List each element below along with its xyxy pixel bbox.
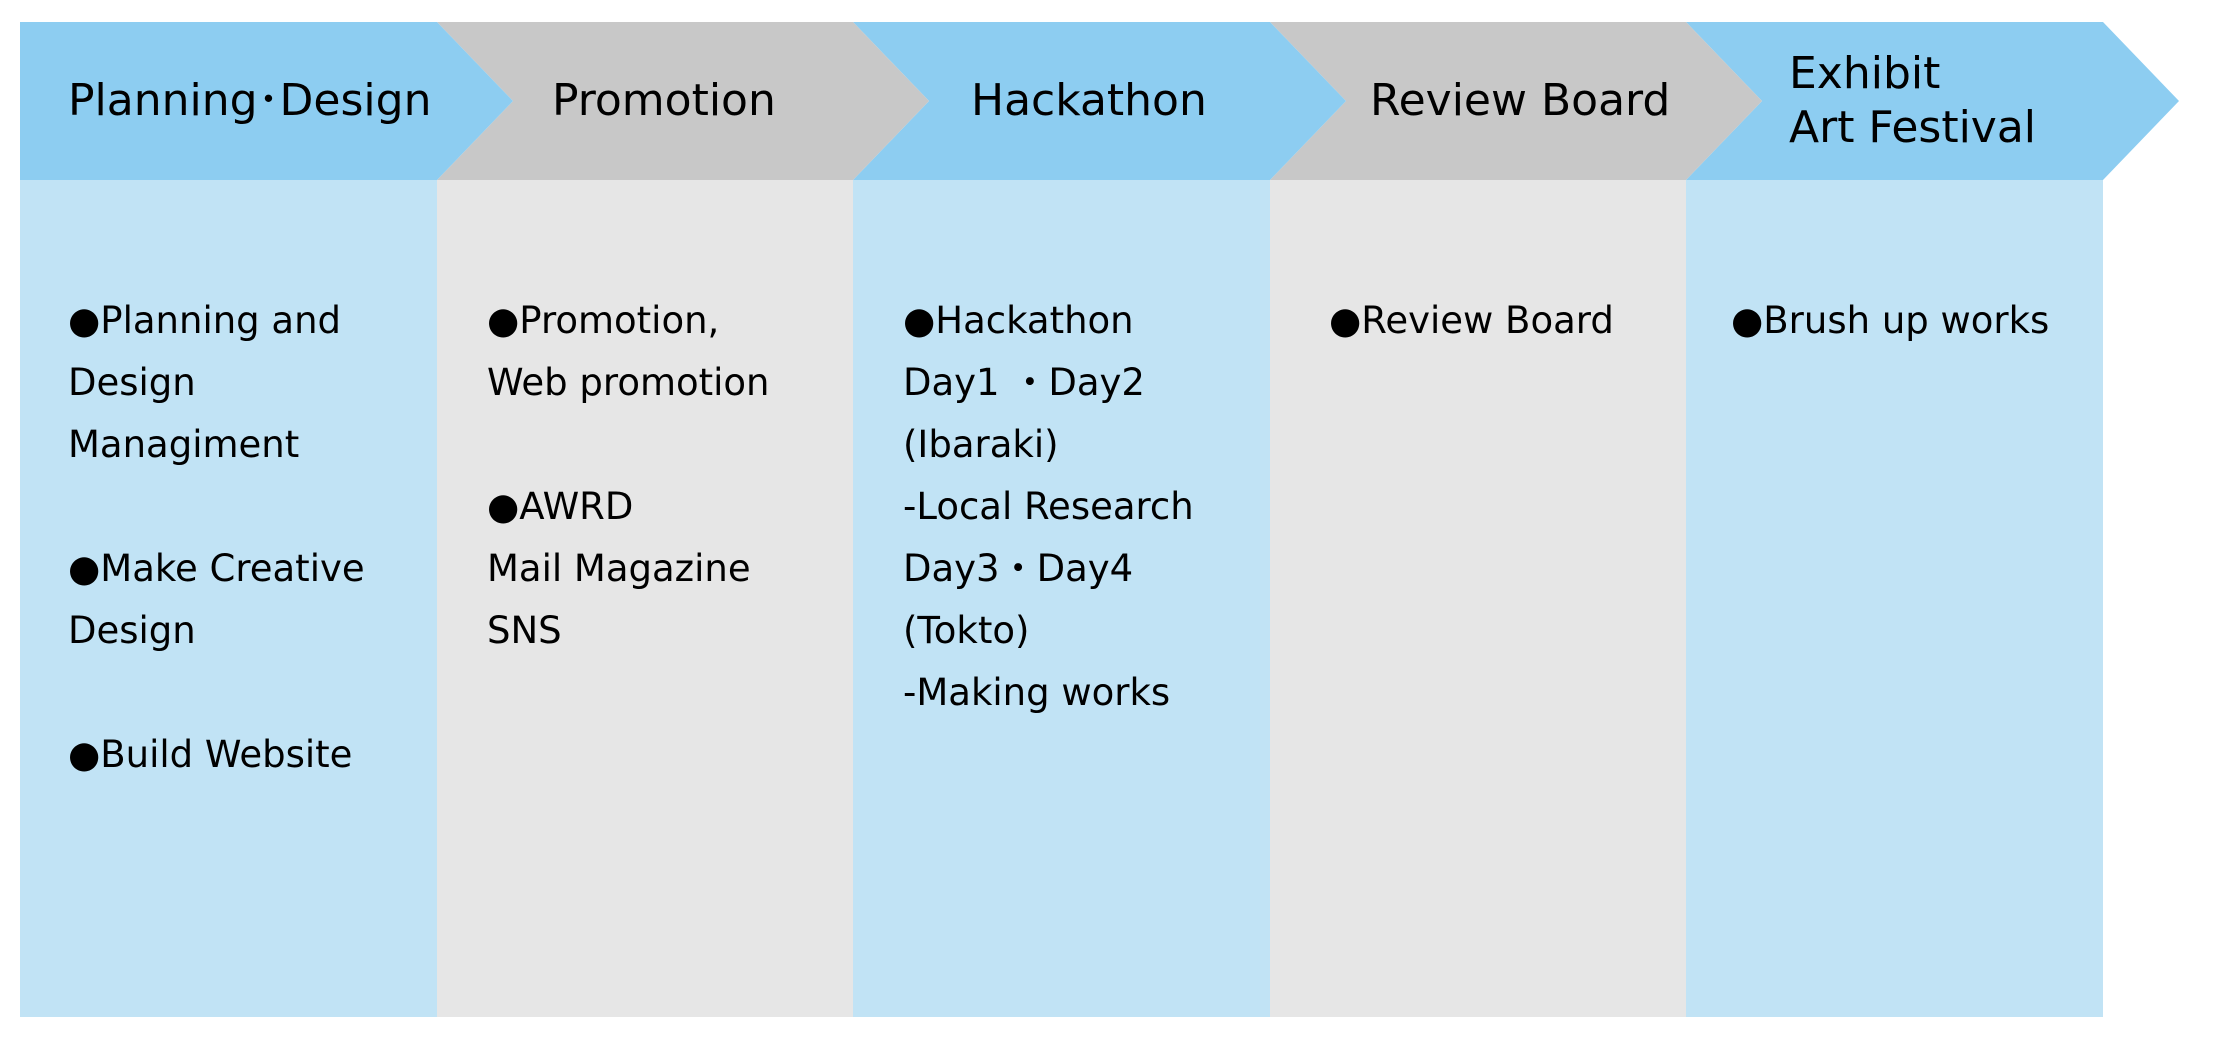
stage-title: Planning･Design <box>68 22 431 180</box>
stage-item-list: ●Brush up works <box>1731 290 2049 352</box>
stage-item-line: -Local Research <box>903 485 1194 528</box>
stage-title-line: Review Board <box>1370 75 1671 126</box>
chevron-arrow-fill <box>1270 22 1762 180</box>
stage-item-line: Day3・Day4 <box>903 547 1134 590</box>
stage-title-line: Promotion <box>552 75 776 126</box>
stage-item-line: ●Brush up works <box>1731 299 2050 342</box>
chevron-arrow-fill <box>437 22 929 180</box>
item-spacer <box>68 476 365 538</box>
stage-title-line: Art Festival <box>1789 102 2037 153</box>
stage-item-line: Web promotion <box>487 361 770 404</box>
stage-item-list: ●Review Board <box>1329 290 1614 352</box>
stage-title-line: Planning･Design <box>68 75 432 126</box>
stage-item-line: Design <box>68 361 196 404</box>
stage-item-line: -Making works <box>903 671 1171 714</box>
stage-item-line: ●Promotion, <box>487 299 720 342</box>
chevron-arrow-shape <box>20 22 513 180</box>
stage-header: Planning･Design <box>20 22 513 180</box>
chevron-arrow-fill <box>853 22 1346 180</box>
stage-title-line: Exhibit <box>1789 48 1941 99</box>
stage-item-line: ●Build Website <box>68 733 353 776</box>
stage-panel: ●Review Board <box>1270 180 1686 1017</box>
stage-title-line: Hackathon <box>971 75 1207 126</box>
chevron-arrow-shape <box>1270 22 1762 180</box>
stage-item-line: ●Make Creative <box>68 547 365 590</box>
stage-header: Hackathon <box>853 22 1346 180</box>
stage-header: Review Board <box>1270 22 1762 180</box>
stage-title: Review Board <box>1370 22 1670 180</box>
stage-title: Promotion <box>552 22 776 180</box>
chevron-arrow-shape <box>1686 22 2179 180</box>
stage-item-line: (Tokto) <box>903 609 1030 652</box>
stage-item-line: Mail Magazine <box>487 547 751 590</box>
stage-item-line: Managiment <box>68 423 300 466</box>
item-spacer <box>68 662 365 724</box>
stage-item-line: ●AWRD <box>487 485 634 528</box>
stage-item-list: ●Promotion, Web promotion ●AWRD Mail Magazi… <box>487 290 770 662</box>
item-spacer <box>487 414 770 476</box>
stage-item-line: Design <box>68 609 196 652</box>
stage-item-line: (Ibaraki) <box>903 423 1059 466</box>
chevron-arrow-fill <box>1686 22 2179 180</box>
stage-item-line: ●Planning and <box>68 299 342 342</box>
stage-item-line: SNS <box>487 609 562 652</box>
stage-title: Hackathon <box>971 22 1207 180</box>
chevron-arrow-fill <box>20 22 513 180</box>
stage-item-line: ●Hackathon <box>903 299 1134 342</box>
stage-item-line: Day1 ・Day2 <box>903 361 1145 404</box>
chevron-arrow-shape <box>437 22 929 180</box>
stage-panel: ●Brush up works <box>1686 180 2103 1017</box>
stage-item-line: ●Review Board <box>1329 299 1614 342</box>
stage-header: Promotion <box>437 22 929 180</box>
chevron-arrow-shape <box>853 22 1346 180</box>
stage-panel: ●Promotion, Web promotion ●AWRD Mail Magazi… <box>437 180 853 1017</box>
